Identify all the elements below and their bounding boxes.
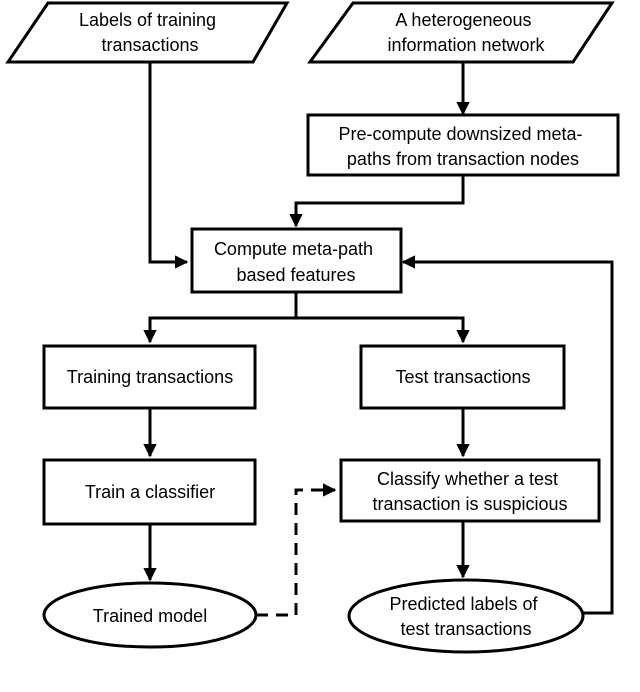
output-ellipse-shape [347, 578, 585, 654]
node-precompute: Pre-compute downsized meta- paths from t… [306, 113, 620, 177]
node-label: Trained model [93, 606, 207, 626]
process-box-shape [42, 458, 257, 526]
node-network-input: A heterogeneous information network [307, 1, 615, 64]
input-parallelogram-shape [5, 1, 290, 64]
edges [143, 62, 614, 617]
node-test-transactions: Test transactions [359, 344, 566, 410]
node-training-transactions: Training transactions [42, 344, 257, 410]
node-label: Pre-compute downsized meta- paths from t… [338, 124, 587, 169]
process-box-shape [306, 113, 620, 177]
process-box-shape [359, 344, 566, 410]
edge-features-to-test [296, 316, 470, 344]
node-label: Classify whether a test transaction is s… [372, 469, 567, 514]
node-label: A heterogeneous information network [387, 10, 545, 55]
node-labels-input: Labels of training transactions [5, 1, 290, 64]
process-box-shape [339, 458, 601, 523]
edge-features-to-training [143, 316, 296, 344]
node-label: Labels of training transactions [79, 10, 221, 55]
process-box-shape [42, 344, 257, 410]
edge-precompute-to-features [289, 176, 465, 228]
node-label: Train a classifier [85, 482, 215, 502]
node-predicted-labels: Predicted labels of test transactions [347, 578, 585, 654]
node-trained-model: Trained model [42, 581, 258, 649]
process-box-shape [190, 227, 403, 294]
node-label: Compute meta-path based features [214, 239, 378, 285]
edge-labels-to-features [148, 62, 189, 269]
node-compute-features: Compute meta-path based features [190, 227, 403, 294]
node-label: Training transactions [67, 367, 233, 387]
input-parallelogram-shape [307, 1, 615, 64]
edge-model-to-classify [256, 483, 337, 617]
node-label: Predicted labels of test transactions [389, 594, 542, 639]
output-ellipse-shape [42, 581, 258, 649]
node-classify: Classify whether a test transaction is s… [339, 458, 601, 523]
node-label: Test transactions [395, 367, 530, 387]
edge-predicted-to-features [401, 255, 614, 615]
node-train-classifier: Train a classifier [42, 458, 257, 526]
